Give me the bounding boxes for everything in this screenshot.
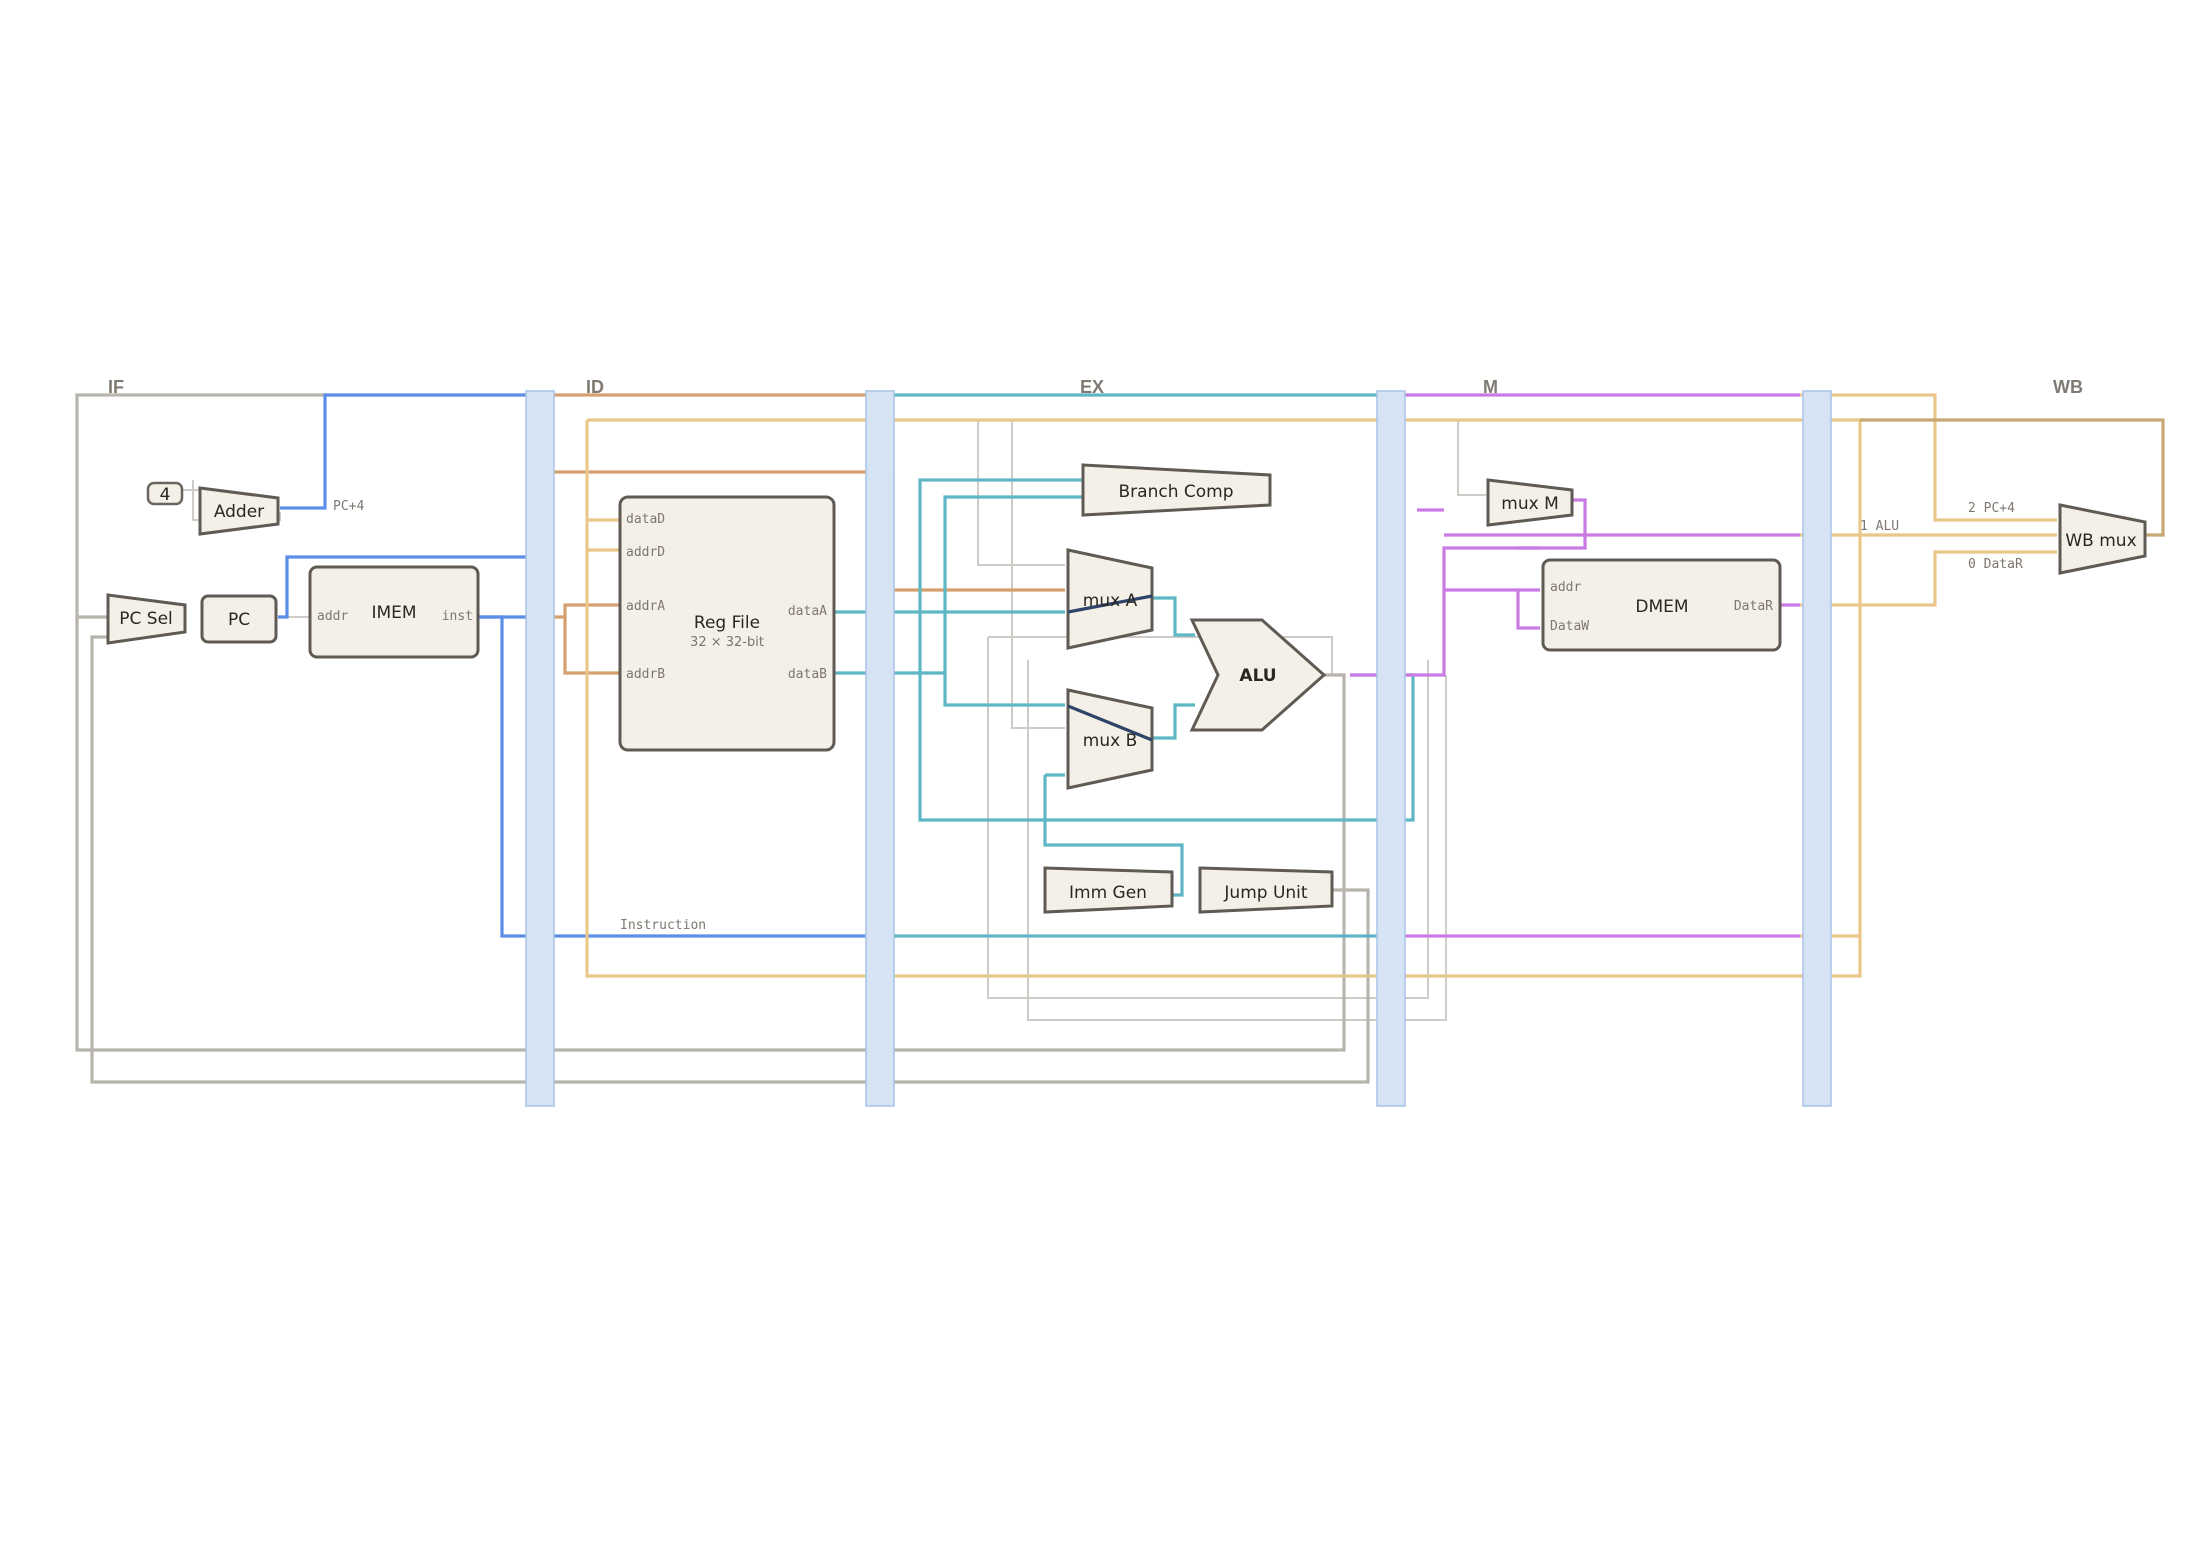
imem-inst-port: inst <box>442 609 473 624</box>
mux-a-label: mux A <box>1083 591 1138 611</box>
mux-b-label: mux B <box>1083 731 1137 751</box>
mux-b-block: mux B <box>1066 688 1154 790</box>
reg-file-size-label: 32 × 32-bit <box>690 635 764 650</box>
reg-addrD-port: addrD <box>626 545 665 560</box>
pipeline-register-ex-m <box>1376 390 1406 1107</box>
adder-block: Adder <box>198 486 280 536</box>
pipeline-register-if-id <box>525 390 555 1107</box>
wb-mux-block: WB mux <box>2058 503 2147 575</box>
pc-sel-label: PC Sel <box>119 609 173 629</box>
branch-comp-block: Branch Comp <box>1081 463 1272 517</box>
pc-sel-block: PC Sel <box>106 593 187 645</box>
mux-m-label: mux M <box>1501 494 1558 514</box>
adder-label: Adder <box>214 502 264 522</box>
pipeline-registers <box>525 390 1832 1107</box>
stage-label-if: IF <box>108 377 124 397</box>
stage-label-id: ID <box>586 377 604 397</box>
imem-addr-port: addr <box>317 609 348 624</box>
branch-comp-label: Branch Comp <box>1119 482 1234 502</box>
wb-input-0-label: 0 DataR <box>1968 557 2023 572</box>
imm-gen-block: Imm Gen <box>1043 866 1174 914</box>
pc-path-wires <box>278 393 870 938</box>
writeback-wires <box>585 393 2057 978</box>
reg-addrA-port: addrA <box>626 599 665 614</box>
reg-file-block: Reg File 32 × 32-bit dataD addrD addrA a… <box>618 495 836 752</box>
dmem-addr-port: addr <box>1550 580 1581 595</box>
wb-input-2-label: 2 PC+4 <box>1968 501 2015 516</box>
dmem-dataR-port: DataR <box>1734 599 1773 614</box>
imm-gen-label: Imm Gen <box>1069 883 1147 903</box>
jump-unit-label: Jump Unit <box>1223 883 1307 903</box>
instruction-signal-label: Instruction <box>620 918 706 933</box>
stage-label-m: M <box>1483 377 1498 397</box>
mux-m-block: mux M <box>1486 478 1574 527</box>
jump-unit-block: Jump Unit <box>1198 866 1334 914</box>
pc-plus4-signal-label: PC+4 <box>333 499 364 514</box>
wb-input-1-label: 1 ALU <box>1860 519 1899 534</box>
reg-dataB-port: dataB <box>788 667 827 682</box>
mux-a-block: mux A <box>1066 548 1154 650</box>
pipeline-register-id-ex <box>865 390 895 1107</box>
writeback-return-wire <box>1860 418 2165 537</box>
pc-block: PC <box>200 594 278 644</box>
stage-label-wb: WB <box>2053 377 2083 397</box>
dmem-block: DMEM addr DataW DataR <box>1541 558 1782 652</box>
reg-addrB-port: addrB <box>626 667 665 682</box>
imem-label: IMEM <box>371 603 416 623</box>
alu-label: ALU <box>1239 666 1276 686</box>
mem-data-wires <box>1350 393 1800 938</box>
reg-dataD-port: dataD <box>626 512 665 527</box>
alu-block: ALU <box>1189 618 1327 732</box>
dmem-dataW-port: DataW <box>1550 619 1589 634</box>
reg-file-label: Reg File <box>694 613 760 633</box>
stage-label-ex: EX <box>1080 377 1104 397</box>
dmem-label: DMEM <box>1635 597 1688 617</box>
const-4-block: 4 <box>146 481 184 506</box>
wb-mux-label: WB mux <box>2065 531 2136 551</box>
pc-label: PC <box>228 610 250 630</box>
pipeline-register-m-wb <box>1802 390 1832 1107</box>
imem-block: IMEM addr inst <box>308 565 480 659</box>
reg-dataA-port: dataA <box>788 604 827 619</box>
ex-data-wires <box>833 393 1415 938</box>
const-4-label: 4 <box>160 485 171 505</box>
